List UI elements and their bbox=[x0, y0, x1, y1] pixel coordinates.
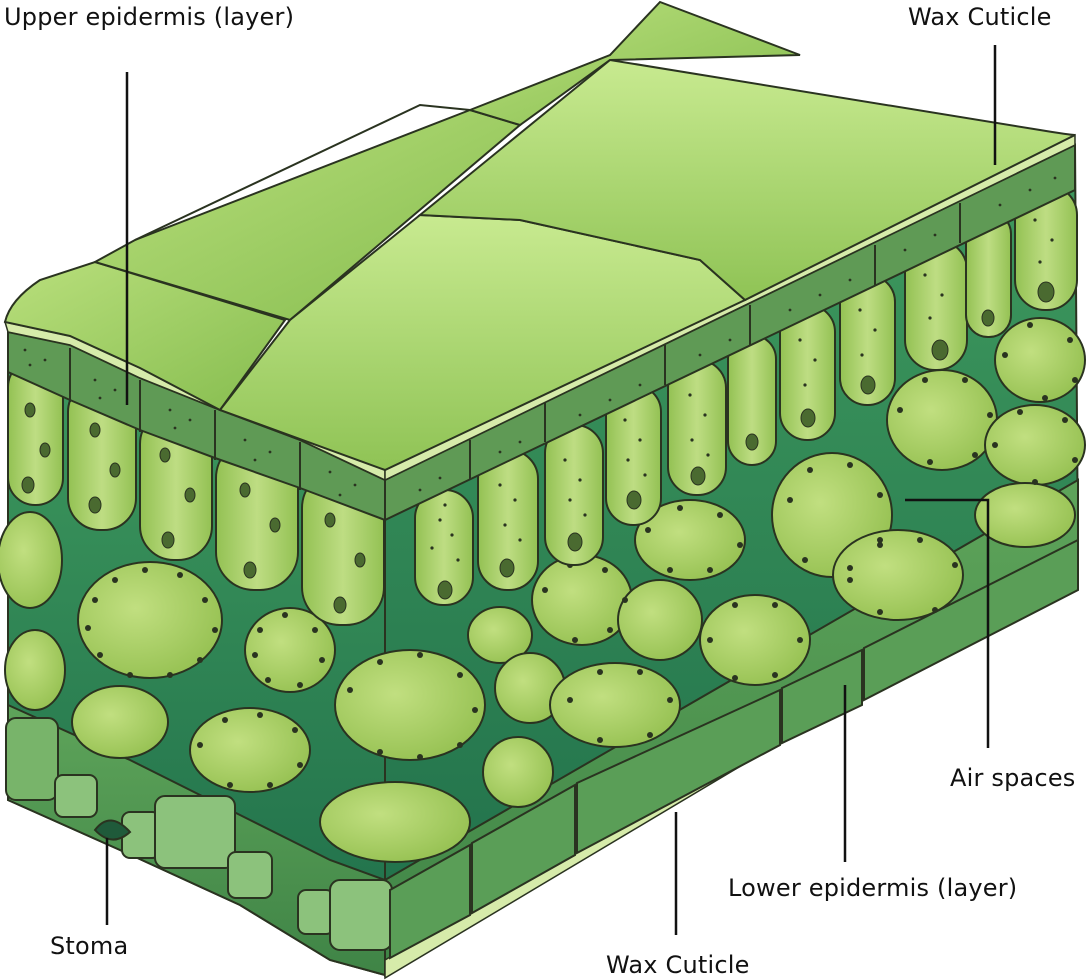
stoma-opening bbox=[93, 819, 132, 841]
lower-epidermis-cell bbox=[329, 879, 393, 951]
lower-epidermis-cell bbox=[227, 851, 273, 899]
label-wax-cuticle-top: Wax Cuticle bbox=[908, 3, 1052, 31]
spongy-cell bbox=[319, 781, 471, 863]
lower-epidermis-cell bbox=[781, 648, 863, 745]
lower-epidermis-cell bbox=[389, 843, 471, 960]
spongy-cell bbox=[482, 736, 554, 808]
spongy-cell bbox=[886, 369, 998, 471]
top-cell bbox=[3, 260, 287, 412]
label-lower-epidermis: Lower epidermis (layer) bbox=[728, 874, 1018, 902]
leader-lines bbox=[105, 45, 997, 935]
spongy-cell bbox=[974, 482, 1076, 548]
chloroplast-dots bbox=[85, 322, 1078, 788]
epidermis-speckles bbox=[23, 176, 1057, 497]
label-wax-cuticle-bottom: Wax Cuticle bbox=[606, 951, 750, 979]
stoma bbox=[93, 819, 132, 841]
upper-epidermis-layer bbox=[7, 143, 1076, 522]
spongy-cell bbox=[531, 554, 633, 646]
top-cell bbox=[417, 58, 1076, 302]
spongy-cell bbox=[77, 561, 223, 679]
spongy-cell bbox=[699, 594, 811, 686]
spongy-cell bbox=[832, 529, 964, 621]
spongy-cell bbox=[467, 606, 533, 664]
spongy-mesophyll bbox=[0, 317, 1086, 863]
top-surface bbox=[3, 0, 1076, 472]
spongy-cell bbox=[0, 511, 63, 609]
label-stoma: Stoma bbox=[50, 932, 129, 960]
spongy-cell bbox=[549, 662, 681, 748]
spongy-cell bbox=[634, 499, 746, 581]
lower-epidermis-cell bbox=[5, 717, 59, 801]
spongy-cell bbox=[617, 579, 703, 661]
lower-epidermis-layer bbox=[5, 478, 1079, 980]
spongy-cell bbox=[4, 629, 66, 711]
palisade-speckles bbox=[430, 218, 1054, 562]
lower-epidermis-cell bbox=[863, 538, 1079, 702]
spongy-cell bbox=[334, 649, 486, 761]
spongy-cell bbox=[984, 404, 1086, 486]
top-cell bbox=[466, 0, 801, 127]
spongy-cell bbox=[189, 707, 311, 793]
leader-air-spaces bbox=[905, 498, 990, 748]
spongy-cell bbox=[71, 685, 169, 759]
lower-epidermis-cell bbox=[297, 889, 335, 935]
palisade-chloroplasts bbox=[21, 281, 1055, 614]
top-cell bbox=[134, 103, 471, 241]
lower-epidermis-cell bbox=[154, 795, 236, 869]
lower-epidermis-cell bbox=[54, 774, 98, 818]
lower-epidermis-cell bbox=[576, 688, 781, 855]
label-air-spaces: Air spaces bbox=[950, 764, 1076, 792]
spongy-cell bbox=[994, 317, 1086, 403]
lower-epidermis-cell bbox=[471, 783, 576, 915]
label-upper-epidermis: Upper epidermis (layer) bbox=[4, 3, 295, 31]
